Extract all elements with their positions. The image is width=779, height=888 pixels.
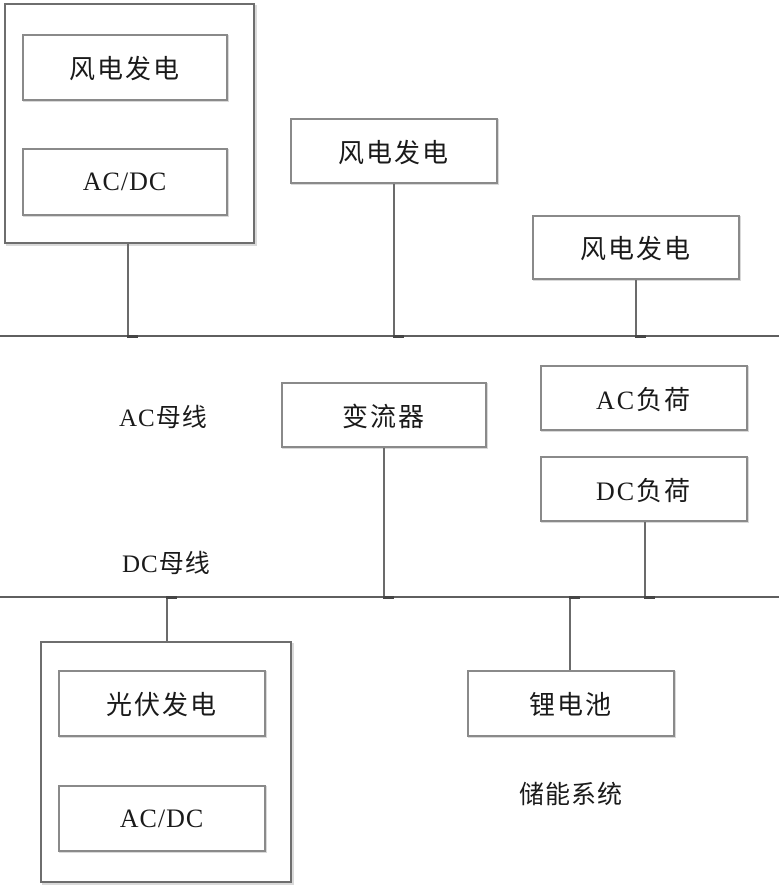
connector-dc-load-to-dc-bus xyxy=(644,522,646,596)
battery-box: 锂电池 xyxy=(467,670,675,737)
pv-generator-label: 光伏发电 xyxy=(105,691,218,720)
dc-load-box: DC负荷 xyxy=(540,456,748,522)
wind-generator-label-2: 风电发电 xyxy=(337,138,450,168)
acdc-converter-label-2: AC/DC xyxy=(119,803,205,833)
wind-generator-box-1: 风电发电 xyxy=(22,34,228,101)
dc-bus-label: DC母线 xyxy=(122,551,211,578)
acdc-converter-label-1: AC/DC xyxy=(82,167,168,196)
ac-bus-label: AC母线 xyxy=(119,405,208,432)
connector-wind3-to-ac-bus xyxy=(635,280,637,335)
connector-dc-bus-to-pv-group xyxy=(166,598,168,641)
ac-load-box: AC负荷 xyxy=(540,365,748,431)
connector-converter-to-dc-bus xyxy=(383,448,385,596)
wind-group-box: 风电发电 AC/DC xyxy=(4,3,255,244)
junction-mark xyxy=(635,335,646,338)
junction-mark xyxy=(127,335,138,338)
junction-mark xyxy=(393,335,404,338)
converter-box: 变流器 xyxy=(281,382,487,448)
connector-wind2-to-ac-bus xyxy=(393,184,395,335)
ac-load-label: AC负荷 xyxy=(595,385,693,415)
acdc-converter-box-2: AC/DC xyxy=(58,785,266,852)
wind-generator-label-1: 风电发电 xyxy=(68,55,181,84)
dc-load-label: DC负荷 xyxy=(595,476,693,506)
wind-generator-label-3: 风电发电 xyxy=(579,235,692,264)
junction-mark xyxy=(166,596,177,599)
wind-generator-box-2: 风电发电 xyxy=(290,118,498,184)
pv-group-box: 光伏发电 AC/DC xyxy=(40,641,292,883)
connector-dc-bus-to-battery xyxy=(569,598,571,670)
battery-label: 锂电池 xyxy=(528,691,613,720)
acdc-converter-box-1: AC/DC xyxy=(22,148,228,216)
junction-mark xyxy=(644,596,655,599)
ac-bus-line xyxy=(0,335,779,337)
wind-generator-box-3: 风电发电 xyxy=(532,215,740,280)
pv-generator-box: 光伏发电 xyxy=(58,670,266,737)
connector-wind-group-to-ac-bus xyxy=(127,244,129,335)
storage-system-label: 储能系统 xyxy=(519,782,624,809)
junction-mark xyxy=(569,596,580,599)
converter-label: 变流器 xyxy=(341,402,426,432)
junction-mark xyxy=(383,596,394,599)
